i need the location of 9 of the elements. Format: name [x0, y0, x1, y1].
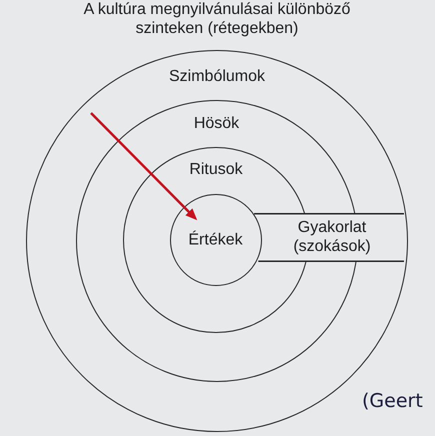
layer-label: Hösök — [194, 114, 240, 132]
citation-text: (Geert — [362, 389, 423, 413]
practice-band — [252, 212, 404, 262]
layer-label: Értékek — [188, 230, 243, 249]
diagram-title: A kultúra megnyilvánulásai különböző szinteken (rétegekben) — [82, 0, 352, 38]
layer-label: Ritusok — [189, 160, 243, 179]
band-label: Gyakorlat (szokások) — [292, 218, 372, 256]
arrow — [90, 112, 198, 220]
layer-label: Szimbólumok — [168, 67, 266, 86]
